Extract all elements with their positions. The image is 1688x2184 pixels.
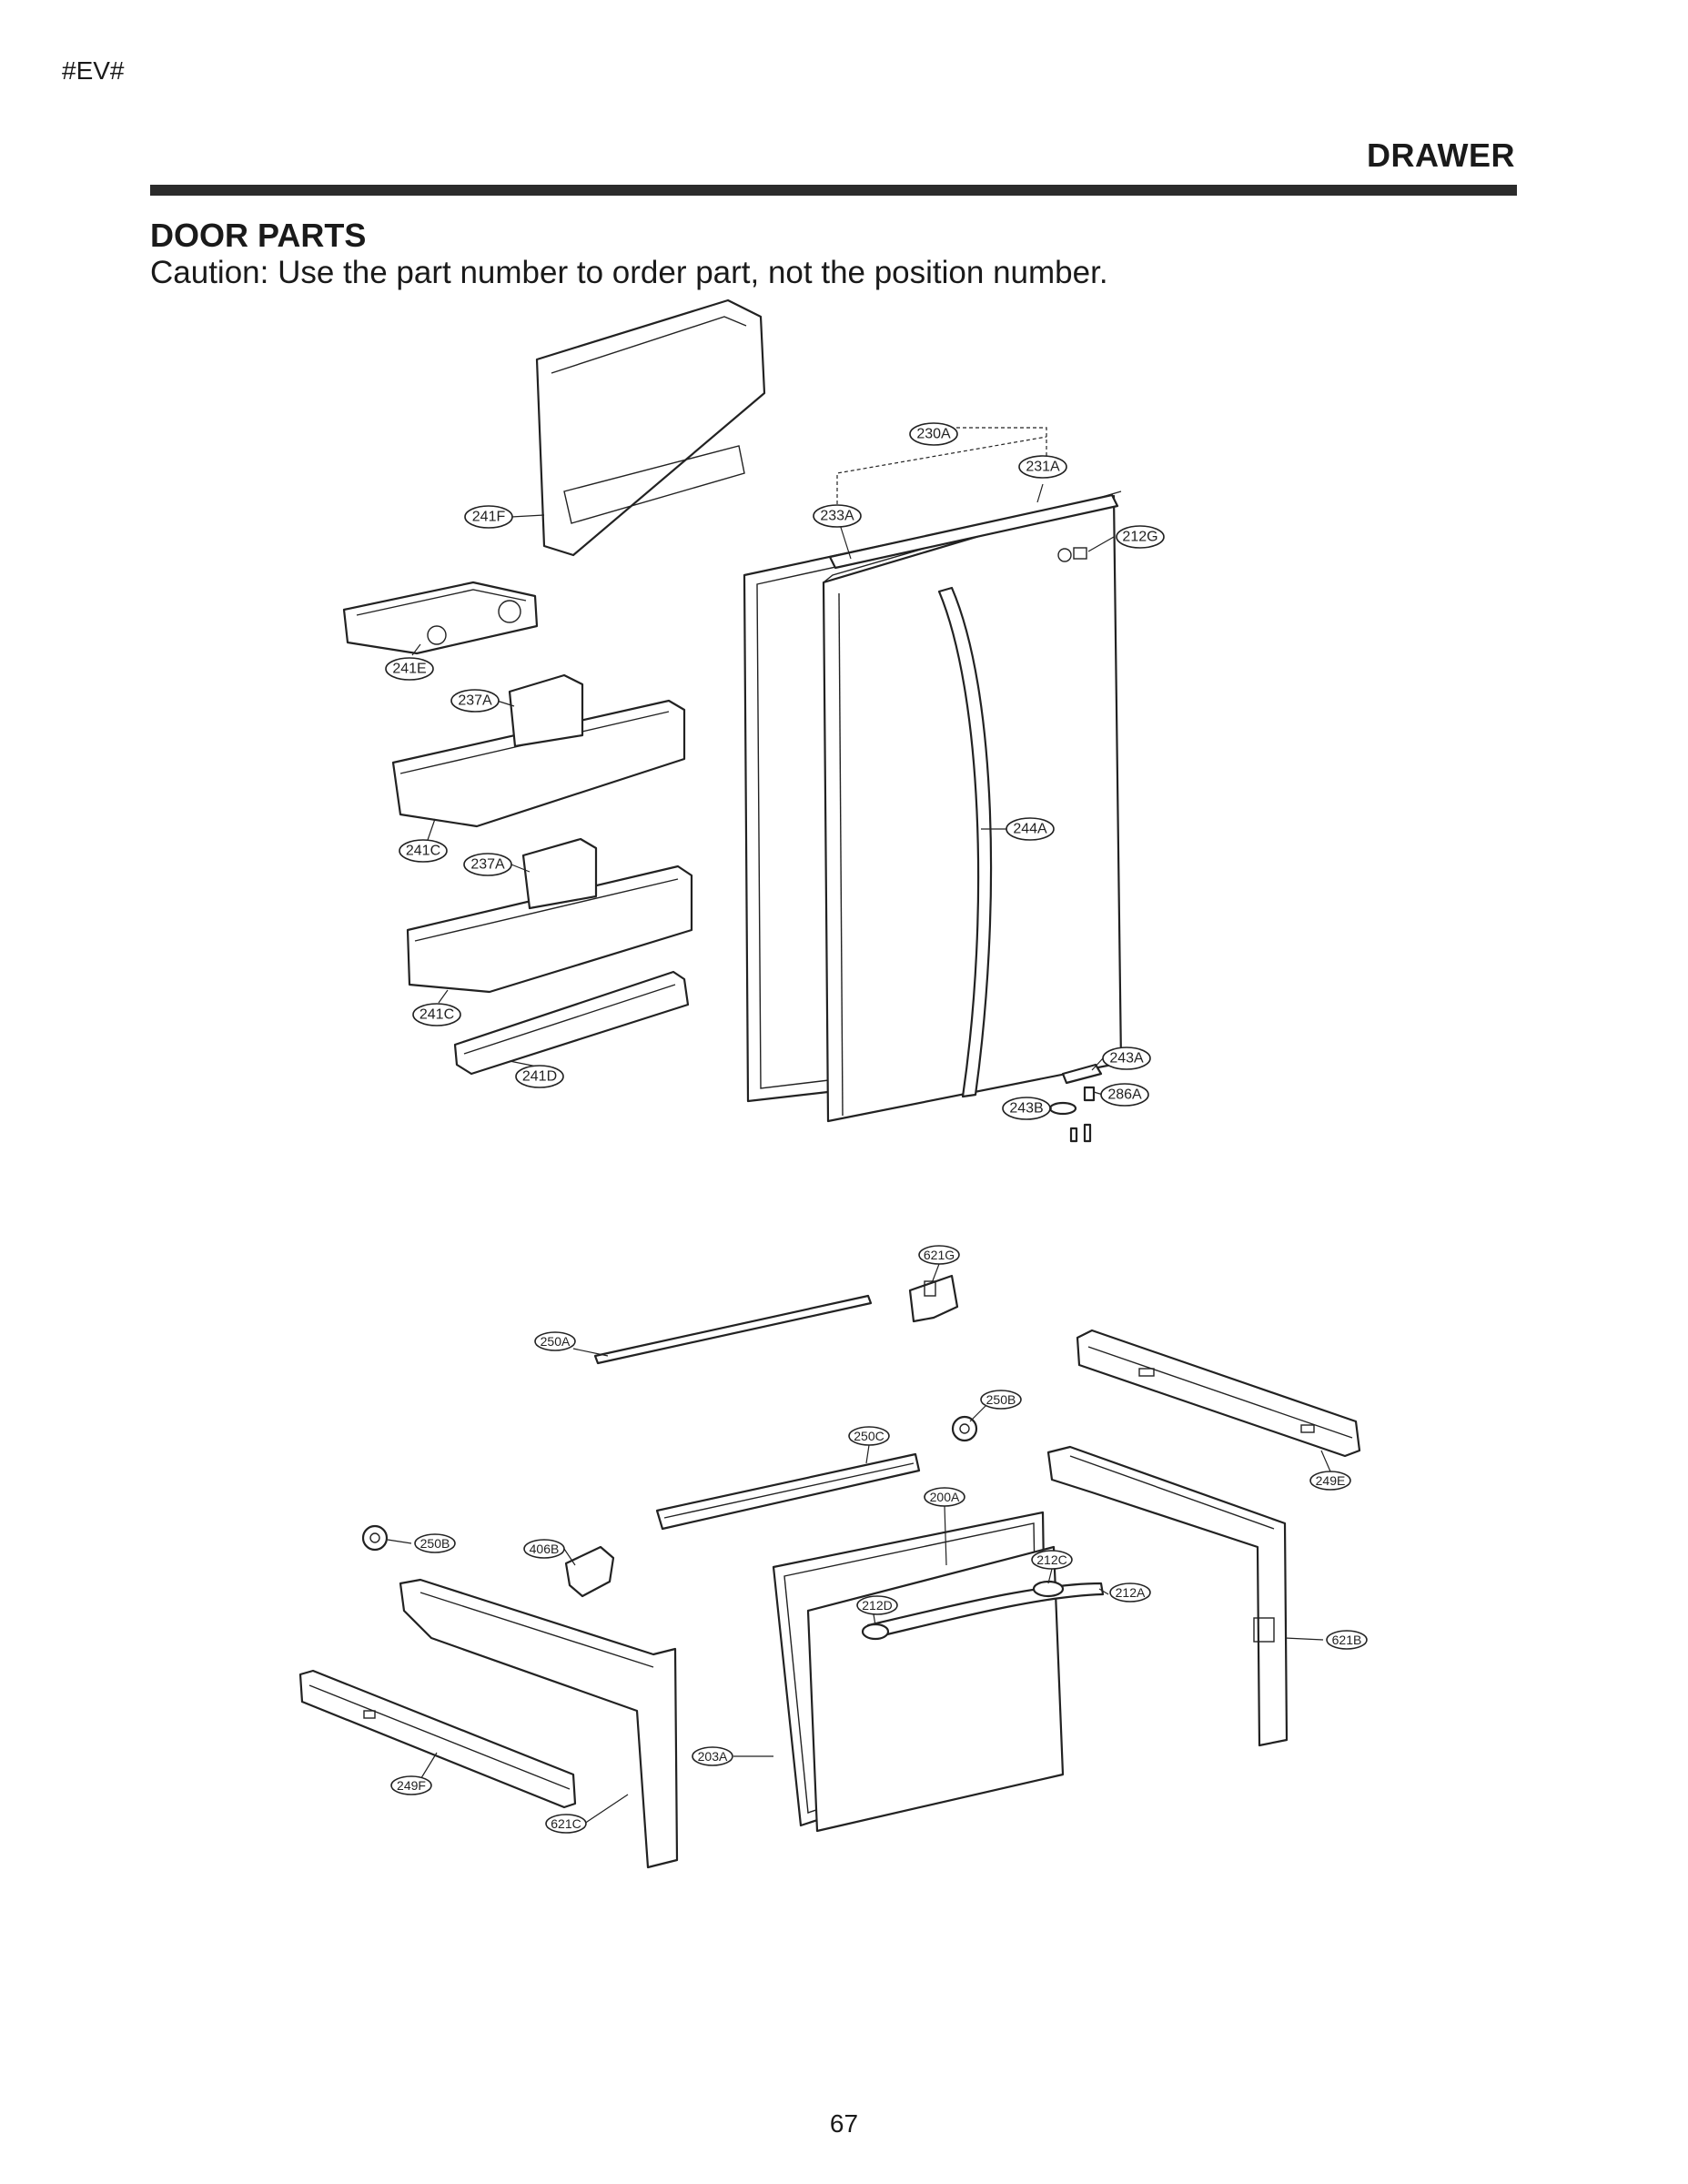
svg-text:203A: 203A [698, 1749, 728, 1764]
svg-text:244A: 244A [1013, 822, 1047, 837]
svg-text:212A: 212A [1116, 1585, 1146, 1600]
svg-text:200A: 200A [930, 1490, 960, 1504]
header-rule [150, 185, 1517, 196]
callout-230A: 230A [909, 422, 958, 446]
gear-250B-upper [951, 1415, 978, 1442]
svg-text:249E: 249E [1316, 1473, 1346, 1488]
header-tag: #EV# [62, 56, 125, 85]
page-number: 67 [829, 2109, 859, 2138]
callout-250B-2: 250B [414, 1533, 456, 1553]
callout-243B: 243B [1002, 1097, 1051, 1120]
bracket-621C [399, 1578, 679, 1869]
svg-text:241E: 241E [392, 662, 426, 677]
callout-241C-2: 241C [412, 1003, 461, 1026]
svg-text:250B: 250B [420, 1536, 450, 1551]
svg-text:250A: 250A [541, 1334, 571, 1349]
svg-text:241C: 241C [406, 844, 440, 859]
drawer-door [772, 1511, 1065, 1833]
section-title: DRAWER [1367, 136, 1515, 174]
door-handle [937, 586, 993, 1098]
svg-text:621C: 621C [551, 1816, 581, 1831]
callout-233A: 233A [813, 504, 862, 528]
rod-250A [593, 1294, 873, 1365]
callout-621C: 621C [545, 1814, 587, 1834]
callout-250C: 250C [848, 1426, 890, 1446]
callout-244A: 244A [1006, 817, 1055, 841]
callout-241C-1: 241C [399, 839, 448, 863]
callout-203A: 203A [692, 1746, 733, 1766]
svg-text:212G: 212G [1122, 530, 1157, 545]
svg-text:406B: 406B [530, 1542, 560, 1556]
callout-241D: 241D [515, 1065, 564, 1088]
bracket-621G [908, 1274, 959, 1323]
callout-250B-1: 250B [980, 1390, 1022, 1410]
door-bin-241F [535, 298, 766, 557]
rail-249E [1076, 1329, 1361, 1458]
svg-text:243A: 243A [1109, 1051, 1144, 1067]
svg-text:286A: 286A [1107, 1087, 1142, 1103]
rail-249F [298, 1669, 577, 1809]
callout-231A: 231A [1018, 455, 1067, 479]
bracket-621B [1046, 1445, 1289, 1747]
svg-text:237A: 237A [458, 693, 492, 709]
svg-text:250C: 250C [854, 1429, 884, 1443]
door-bin-241C-upper [391, 673, 686, 828]
bin-cover-241D [453, 970, 690, 1076]
svg-text:230A: 230A [916, 427, 951, 442]
door-top-cap [828, 493, 1119, 570]
hinge-parts [1048, 1063, 1103, 1143]
part-406B [564, 1545, 615, 1598]
caution-note: Caution: Use the part number to order pa… [150, 255, 1108, 290]
svg-text:233A: 233A [820, 509, 854, 524]
callout-212G: 212G [1116, 525, 1165, 549]
svg-text:241C: 241C [419, 1007, 454, 1023]
svg-text:621G: 621G [924, 1248, 955, 1262]
callout-249F: 249F [390, 1775, 432, 1795]
svg-text:212D: 212D [862, 1598, 892, 1613]
callout-241E: 241E [385, 657, 434, 681]
logo-emblem [1057, 547, 1087, 562]
callout-243A: 243A [1102, 1046, 1151, 1070]
callout-200A: 200A [924, 1487, 965, 1507]
callout-212C: 212C [1031, 1550, 1073, 1570]
svg-text:243B: 243B [1009, 1101, 1043, 1117]
gear-250B-lower [361, 1524, 389, 1552]
callout-286A: 286A [1100, 1083, 1149, 1107]
page-title: DOOR PARTS [150, 217, 367, 254]
callout-212A: 212A [1109, 1582, 1151, 1603]
callout-212D: 212D [856, 1595, 898, 1615]
svg-text:237A: 237A [470, 857, 505, 873]
callout-241F: 241F [464, 505, 513, 529]
svg-text:231A: 231A [1026, 460, 1060, 475]
door-bin-241E [342, 581, 539, 655]
callout-406B: 406B [523, 1539, 565, 1559]
svg-text:241F: 241F [472, 510, 506, 525]
callout-237A-1: 237A [450, 689, 500, 713]
door-bin-241C-lower [406, 837, 693, 994]
svg-text:241D: 241D [522, 1069, 557, 1085]
svg-text:212C: 212C [1036, 1552, 1066, 1567]
lower-leaders [387, 1263, 1331, 1825]
callout-621B: 621B [1326, 1630, 1368, 1650]
callout-621G: 621G [918, 1245, 960, 1265]
rail-250C [655, 1452, 921, 1531]
callout-250A: 250A [534, 1331, 576, 1351]
callout-237A-2: 237A [463, 853, 512, 876]
svg-text:250B: 250B [986, 1392, 1016, 1407]
callout-249E: 249E [1309, 1471, 1351, 1491]
svg-text:621B: 621B [1332, 1633, 1362, 1647]
svg-text:249F: 249F [397, 1778, 426, 1793]
